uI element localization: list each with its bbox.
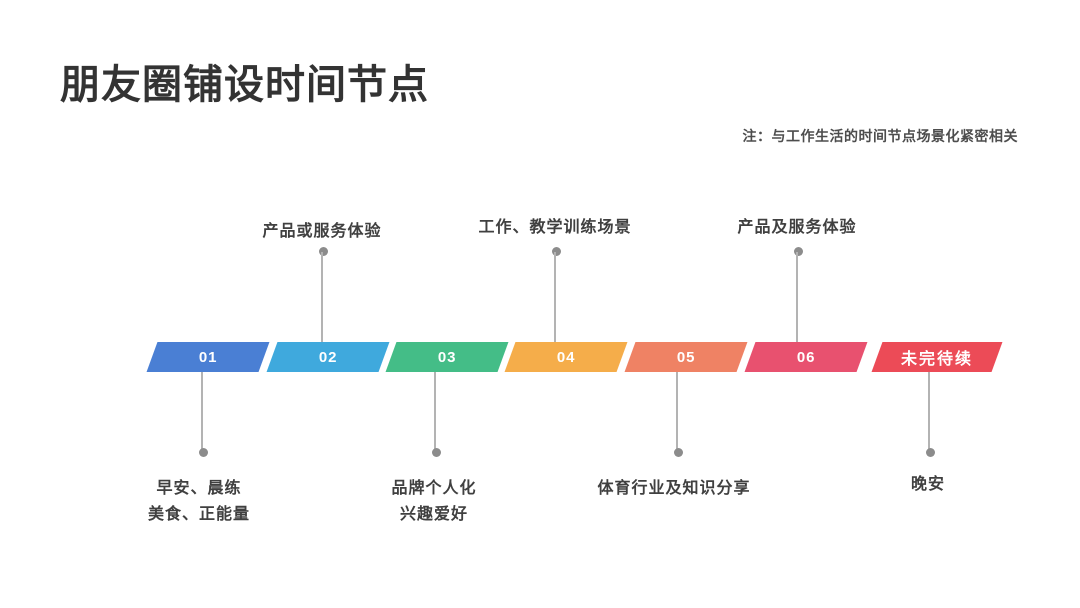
callout-dot-top-02	[318, 247, 328, 256]
timeline-segment-06[interactable]: 06	[744, 342, 868, 372]
callout-label-bottom-01: 早安、晨练 美食、正能量	[148, 476, 250, 529]
callout-connector-top-06	[796, 252, 798, 344]
callout-dot-top-06	[793, 247, 803, 256]
callout-connector-bottom-05	[676, 372, 678, 450]
callout-bottom-01-line2: 美食、正能量	[147, 506, 251, 524]
callout-dot-top-04	[551, 247, 561, 256]
timeline-segment-05[interactable]: 05	[624, 342, 748, 372]
timeline-segment-06-label: 06	[796, 348, 816, 366]
callout-connector-top-02	[321, 252, 323, 344]
callout-bottom-01-line1: 早安、晨练	[156, 480, 242, 497]
callout-label-bottom-03: 品牌个人化 兴趣爱好	[391, 476, 476, 529]
callout-dot-bottom-03	[431, 448, 441, 457]
timeline-segment-03-label: 03	[437, 348, 457, 366]
callout-bottom-05-line1: 体育行业及知识分享	[597, 480, 751, 497]
callout-connector-top-04	[554, 252, 556, 344]
callout-dot-bottom-final	[925, 448, 935, 457]
timeline-segment-03[interactable]: 03	[385, 342, 509, 372]
timeline-segment-02-label: 02	[318, 348, 338, 366]
callout-dot-bottom-01	[198, 448, 208, 457]
callout-bottom-03-line1: 品牌个人化	[391, 480, 477, 497]
callout-bottom-final-line1: 晚安	[910, 476, 946, 493]
callout-bottom-03-line2: 兴趣爱好	[399, 506, 469, 524]
callout-label-bottom-final: 晚安	[911, 472, 945, 498]
timeline-segment-04[interactable]: 04	[504, 342, 628, 372]
timeline-segment-04-label: 04	[556, 348, 576, 366]
callout-top-06-text: 产品及服务体验	[737, 219, 857, 236]
timeline-segment-01-label: 01	[198, 348, 218, 366]
timeline-segment-to-be-continued-label: 未完待续	[900, 351, 973, 368]
note-text: 注：与工作生活的时间节点场景化紧密相关	[742, 128, 1018, 144]
callout-label-top-02: 产品或服务体验	[262, 219, 381, 245]
callout-dot-bottom-05	[673, 448, 683, 457]
timeline-segment-01[interactable]: 01	[146, 342, 270, 372]
timeline-ribbon: 01 02 03 04 05 06 未完待续	[0, 342, 1080, 372]
callout-label-top-04: 工作、教学训练场景	[478, 215, 631, 241]
callout-top-04-text: 工作、教学训练场景	[478, 219, 632, 236]
callout-connector-bottom-final	[928, 372, 930, 450]
timeline-segment-05-label: 05	[676, 348, 696, 366]
callout-label-bottom-05: 体育行业及知识分享	[597, 476, 750, 502]
callout-connector-bottom-01	[201, 372, 203, 450]
page-title: 朋友圈铺设时间节点	[60, 63, 429, 107]
timeline-segment-02[interactable]: 02	[266, 342, 390, 372]
timeline-segment-to-be-continued[interactable]: 未完待续	[871, 342, 1003, 372]
callout-connector-bottom-03	[434, 372, 436, 450]
callout-top-02-text: 产品或服务体验	[262, 223, 382, 240]
callout-label-top-06: 产品及服务体验	[737, 215, 856, 241]
